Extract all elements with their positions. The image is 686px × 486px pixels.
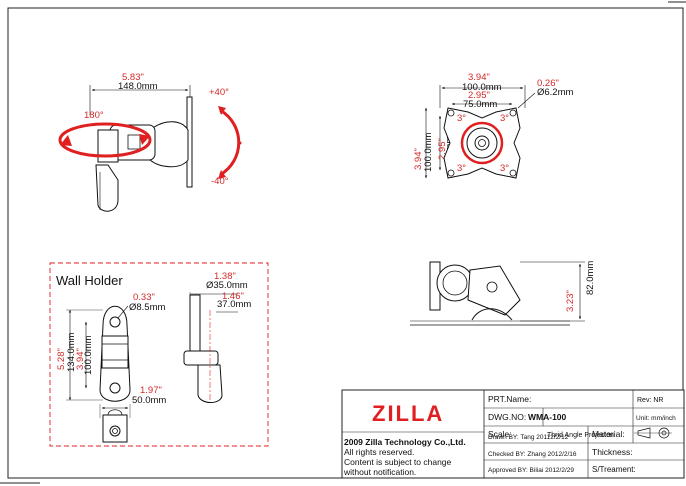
- angle-label: 3°: [500, 113, 509, 124]
- rights-line-2: Content is subject to change: [344, 457, 452, 467]
- checked-by: Checked BY: Zhang 2012/2/16: [488, 451, 577, 458]
- dim-height-mm: 82.0mm: [585, 261, 596, 295]
- company-name: 2009 Zilla Technology Co.,Ltd.: [344, 437, 466, 447]
- drawn-by: Drawn BY: Tang 20112/2/12: [488, 434, 569, 441]
- scale-label: Scale:: [488, 429, 512, 439]
- dim-pipe-in: 1.38": [214, 271, 236, 282]
- dim-depth-mm: 37.0mm: [217, 299, 251, 310]
- dim-hole-mm: Ø8.5mm: [129, 302, 166, 313]
- dwg-no-label: DWG.NO:: [488, 412, 526, 422]
- dim-hole-mm: Ø6.2mm: [537, 87, 574, 98]
- rights-line-1: All rights reserved.: [344, 447, 414, 457]
- angle-down: -40°: [211, 176, 229, 187]
- dim-depth-in: 1.46": [222, 291, 244, 302]
- dim-hole-in: 0.33": [133, 292, 155, 303]
- company-logo: ZILLA: [372, 401, 444, 426]
- dim-outer-in: 5.28": [56, 348, 67, 370]
- projection-label: Thrid Angle Projecton: [547, 432, 614, 439]
- projection-symbol: [634, 427, 672, 439]
- view-side-right: 3.23" 82.0mm: [410, 261, 596, 326]
- unit-label: Unit: mm/inch: [636, 415, 676, 422]
- dim-height-in: 3.94": [413, 148, 424, 170]
- view-top-right: 3.94" 100.0mm 2.95" 75.0mm 0.26" Ø6.2mm …: [413, 72, 574, 179]
- angle-swivel: 180°: [84, 110, 104, 121]
- thickness-label: Thickness:: [592, 447, 633, 457]
- prt-name-label: PRT.Name:: [488, 394, 531, 404]
- angle-up: +40°: [209, 87, 229, 98]
- dim-width-mm: 50.0mm: [132, 395, 166, 406]
- view-top-left: 5.83" 148.0mm 180° +40° -40°: [58, 72, 242, 212]
- dim-pitch-mm: 100.0mm: [83, 335, 94, 375]
- rights-line-3: without notification.: [343, 467, 416, 477]
- panel-title: Wall Holder: [56, 273, 123, 288]
- angle-label: 3°: [457, 113, 466, 124]
- rev-label: Rev: NR: [637, 397, 663, 404]
- dim-hole-in: 0.26": [537, 78, 559, 89]
- dim-width-mm: 100.0mm: [462, 82, 502, 93]
- title-block: ZILLA 2009 Zilla Technology Co.,Ltd. All…: [341, 389, 685, 479]
- dim-outer-mm: 134.0mm: [66, 332, 77, 372]
- angle-label: 3°: [457, 163, 466, 174]
- dim-pipe-mm: Ø35.0mm: [206, 280, 248, 291]
- wall-holder-panel: Wall Holder 0.33" Ø8.5mm 5.28" 134.0mm 3…: [49, 262, 269, 447]
- material-label: Material:: [592, 429, 625, 439]
- dim-hinner-in: 2.95": [437, 138, 448, 160]
- dim-width-in: 1.97": [140, 385, 162, 396]
- dim-height-mm: 100.0mm: [423, 132, 434, 172]
- dim-height-in: 3.23": [565, 290, 576, 312]
- dim-width-mm: 148.0mm: [118, 81, 158, 92]
- dim-width-in: 5.83": [122, 72, 144, 83]
- dim-pitch-in: 3.94": [75, 348, 86, 370]
- dim-width-in: 3.94": [468, 72, 490, 83]
- dim-inner-in: 2.95": [468, 90, 490, 101]
- dwg-no-value: WMA-100: [528, 412, 567, 422]
- angle-label: 3°: [500, 163, 509, 174]
- approved-by: Approved BY: Biliai 2012/2/29: [488, 467, 574, 474]
- dim-inner-mm: 75.0mm: [463, 99, 497, 110]
- treatment-label: S/Treament:: [592, 465, 636, 474]
